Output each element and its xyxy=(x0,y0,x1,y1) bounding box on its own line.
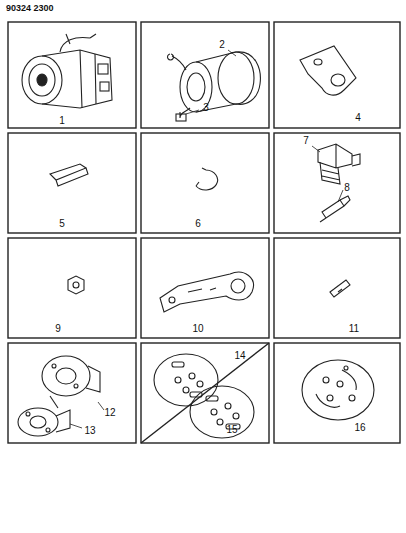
relief-valve xyxy=(318,144,360,184)
callout-number: 15 xyxy=(226,425,237,435)
bracket xyxy=(300,46,356,95)
callout-number: 3 xyxy=(203,103,209,113)
pin xyxy=(330,280,350,297)
callout-number: 14 xyxy=(234,351,245,361)
callout-number: 13 xyxy=(84,426,95,436)
callout-number: 2 xyxy=(219,40,225,50)
callout-number: 10 xyxy=(192,324,203,334)
callout-number: 1 xyxy=(59,116,65,126)
key xyxy=(50,164,88,186)
valve-plate xyxy=(154,354,218,406)
snap-ring xyxy=(196,168,218,190)
clutch-coil xyxy=(168,52,261,121)
callout-number: 7 xyxy=(303,136,309,146)
valve-plate xyxy=(302,360,374,420)
nut xyxy=(68,276,84,294)
valve-core xyxy=(320,196,350,222)
cylinder-head xyxy=(42,356,100,408)
callout-number: 8 xyxy=(344,183,350,193)
leader-lines xyxy=(70,50,343,428)
callout-number: 4 xyxy=(355,113,361,123)
drawings xyxy=(18,34,374,438)
drawing-number: 90324 2300 xyxy=(6,4,54,13)
callout-number: 16 xyxy=(354,423,365,433)
callout-number: 9 xyxy=(55,324,61,334)
grid-cells xyxy=(8,22,400,443)
callout-number: 11 xyxy=(349,324,359,334)
compressor xyxy=(22,34,112,108)
callout-number: 5 xyxy=(59,219,65,229)
callout-number: 6 xyxy=(195,219,201,229)
callout-number: 12 xyxy=(104,408,115,418)
valve-plate-assembly xyxy=(18,408,70,436)
spanner-tool xyxy=(160,272,253,312)
valve-plate xyxy=(190,386,254,438)
